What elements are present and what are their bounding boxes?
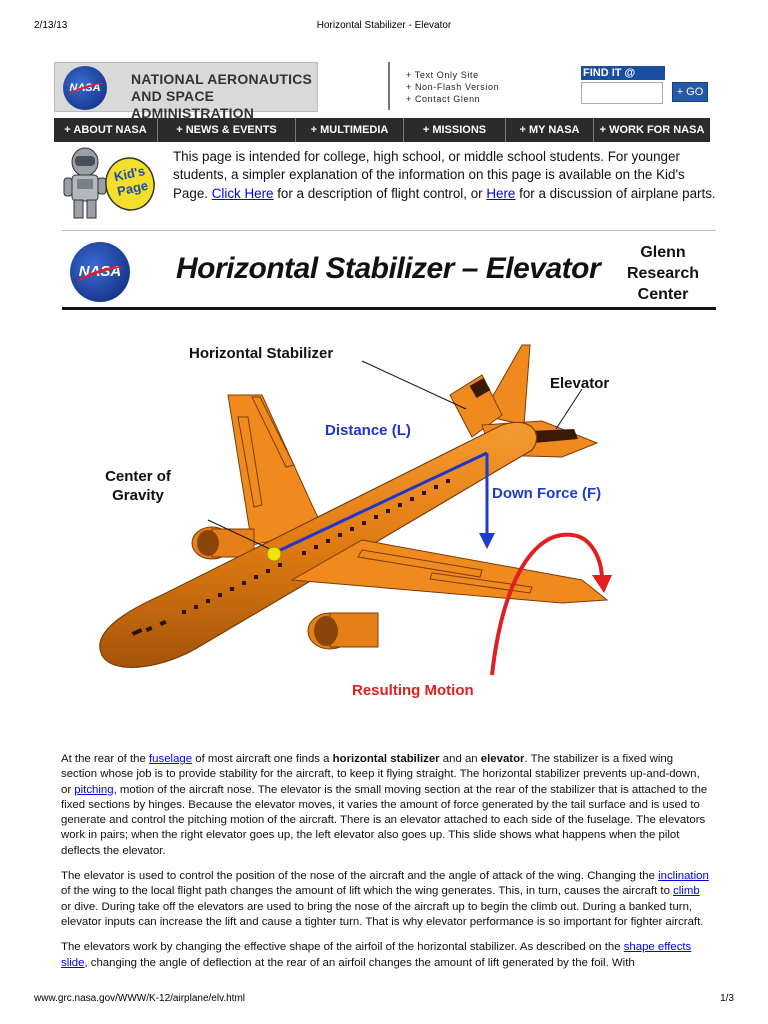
main-nav: + ABOUT NASA + NEWS & EVENTS + MULTIMEDI… xyxy=(54,118,710,142)
nasa-header-banner[interactable]: NASA NATIONAL AERONAUTICS AND SPACE ADMI… xyxy=(54,62,318,121)
text-only-link[interactable]: + Text Only Site xyxy=(406,70,479,80)
elevator-term: elevator xyxy=(480,753,525,765)
utility-links: + Text Only Site + Non-Flash Version + C… xyxy=(406,69,499,105)
click-here-link[interactable]: Click Here xyxy=(211,185,274,201)
elevator-diagram: Horizontal Stabilizer Elevator Distance … xyxy=(62,325,716,745)
non-flash-link[interactable]: + Non-Flash Version xyxy=(406,82,500,92)
header-divider xyxy=(388,62,390,110)
nasa-meatball-logo: NASA xyxy=(70,242,130,302)
here-link[interactable]: Here xyxy=(486,185,516,201)
banner-bottom-rule xyxy=(62,307,716,310)
nav-work-for-nasa[interactable]: + WORK FOR NASA xyxy=(599,124,705,136)
nav-multimedia[interactable]: + MULTIMEDIA xyxy=(296,118,404,142)
horizontal-stabilizer-term: horizontal stabilizer xyxy=(332,753,440,765)
inclination-link[interactable]: inclination xyxy=(658,870,709,883)
fuselage xyxy=(99,421,538,668)
nav-my-nasa[interactable]: + MY NASA xyxy=(506,118,594,142)
go-button[interactable]: + GO xyxy=(672,82,708,102)
agency-line-2: AND SPACE ADMINISTRATION xyxy=(131,88,255,121)
astronaut-icon xyxy=(63,147,155,219)
paragraph-2: The elevator is used to control the posi… xyxy=(61,870,709,928)
nasa-logo[interactable]: NASA xyxy=(63,66,107,110)
elevator-surface xyxy=(530,429,578,443)
pitching-link[interactable]: pitching xyxy=(74,783,114,796)
distance-line xyxy=(273,451,488,555)
shape-effects-slide-link[interactable]: shape effects slide xyxy=(61,941,692,969)
kids-page-badge[interactable]: Kid's Page xyxy=(62,142,162,222)
print-url: www.grc.nasa.gov/WWW/K-12/airplane/elv.h… xyxy=(34,993,245,1004)
nav-news-events[interactable]: + NEWS & EVENTS xyxy=(158,118,296,142)
center-of-gravity-marker xyxy=(266,546,282,562)
page-title: Horizontal Stabilizer – Elevator xyxy=(176,252,601,285)
contact-glenn-link[interactable]: + Contact Glenn xyxy=(406,94,481,104)
resulting-motion-arrow xyxy=(490,532,604,676)
paragraph-3: The elevators work by changing the effec… xyxy=(61,941,692,969)
kids-intro-text: This page is intended for college, high … xyxy=(173,149,716,201)
glenn-research-center: Glenn Research Center xyxy=(626,244,700,303)
print-date: 2/13/13 xyxy=(34,20,68,31)
print-footer: www.grc.nasa.gov/WWW/K-12/airplane/elv.h… xyxy=(34,993,734,1007)
label-horizontal-stabilizer: Horizontal Stabilizer xyxy=(189,345,334,362)
body-clip: At the rear of the fuselage of most airc… xyxy=(61,752,711,981)
label-center-of-gravity: Center of Gravity xyxy=(105,468,171,504)
climb-link[interactable]: climb xyxy=(673,885,700,898)
nav-missions[interactable]: + MISSIONS xyxy=(404,118,506,142)
label-elevator: Elevator xyxy=(550,375,610,392)
agency-name: NATIONAL AERONAUTICS AND SPACE ADMINISTR… xyxy=(131,71,317,122)
nav-about-nasa[interactable]: + ABOUT NASA xyxy=(54,118,158,142)
paragraph-1: At the rear of the fuselage of most airc… xyxy=(61,753,708,857)
article-body: At the rear of the fuselage of most airc… xyxy=(61,752,711,981)
print-title: Horizontal Stabilizer - Elevator xyxy=(316,20,452,31)
label-down-force: Down Force (F) xyxy=(492,485,602,502)
fuselage-link[interactable]: fuselage xyxy=(149,753,193,765)
airplane-illustration xyxy=(99,344,612,676)
right-engine xyxy=(307,612,379,650)
print-header: 2/13/13 Horizontal Stabilizer - Elevator xyxy=(34,20,734,34)
label-resulting-motion: Resulting Motion xyxy=(352,682,474,699)
print-page-number: 1/3 xyxy=(720,993,734,1004)
agency-line-1: NATIONAL AERONAUTICS xyxy=(131,71,313,87)
label-distance: Distance (L) xyxy=(325,422,411,439)
banner-top-rule xyxy=(62,230,716,231)
search-input[interactable] xyxy=(581,82,663,104)
